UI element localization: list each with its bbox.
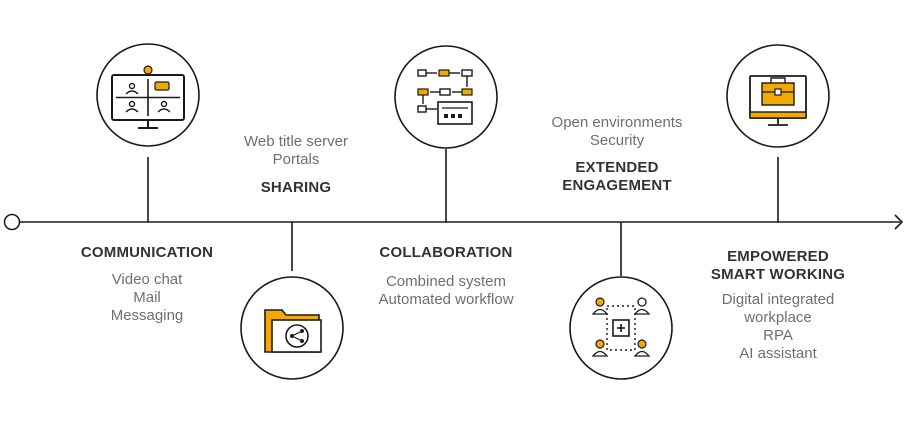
stage-title: COLLABORATION — [379, 244, 513, 261]
stage-items: Open environments Security — [552, 114, 683, 150]
shared-folder-icon — [240, 276, 344, 380]
stage-item: Video chat — [111, 271, 183, 288]
stage-sharing: Web title server Portals SHARING — [244, 133, 348, 197]
stage-item: Open environments — [551, 114, 683, 131]
stage-item: Combined system — [385, 273, 507, 290]
stage-collaboration: COLLABORATION Combined system Automated … — [378, 244, 513, 309]
stage-item: Messaging — [110, 307, 184, 324]
stage-item: RPA — [763, 327, 793, 344]
stage-item: Digital integrated — [721, 291, 835, 308]
stage-empowered-smart-working: EMPOWERED SMART WORKING Digital integrat… — [711, 248, 845, 363]
stage-title: COMMUNICATION — [80, 244, 214, 261]
stage-title: SHARING — [260, 179, 332, 196]
stage-title: EXTENDED ENGAGEMENT — [562, 159, 672, 194]
team-collaboration-icon — [569, 276, 673, 380]
stage-items: Combined system Automated workflow — [378, 273, 513, 309]
stage-extended-engagement: Open environments Security EXTENDED ENGA… — [552, 114, 683, 195]
stage-title: EMPOWERED SMART WORKING — [710, 248, 846, 283]
stage-item: Portals — [272, 151, 320, 168]
workflow-flowchart-icon — [394, 45, 498, 149]
stage-item: Mail — [133, 289, 161, 306]
stage-communication: COMMUNICATION Video chat Mail Messaging — [81, 244, 213, 325]
stage-item: Web title server — [244, 133, 348, 150]
stage-item: Automated workflow — [378, 291, 514, 308]
video-conference-monitor-icon — [96, 43, 200, 147]
stage-items: Digital integrated workplace RPA AI assi… — [711, 291, 845, 363]
stage-items: Video chat Mail Messaging — [81, 271, 213, 325]
timeline-start-circle — [3, 213, 21, 231]
timeline-arrow-icon — [894, 214, 904, 230]
stage-item: Security — [589, 132, 645, 149]
briefcase-monitor-icon — [726, 44, 830, 148]
stage-item: workplace — [744, 309, 812, 326]
stage-item: AI assistant — [739, 345, 817, 362]
stage-items: Web title server Portals — [244, 133, 348, 169]
